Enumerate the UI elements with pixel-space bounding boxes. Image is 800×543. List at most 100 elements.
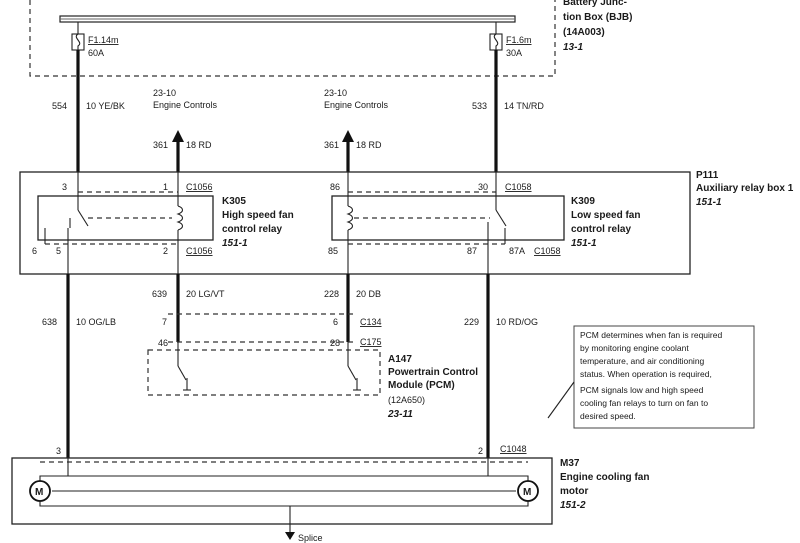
c175-pin46: 46 — [158, 338, 168, 348]
k305-line1: High speed fan — [222, 210, 294, 221]
connector-c1058-bottom: C1058 — [534, 246, 561, 256]
k305-coil — [176, 205, 184, 231]
motor-pin3: 3 — [56, 446, 61, 456]
k309-pin86: 86 — [330, 182, 340, 192]
engine-controls-left-arrow — [172, 130, 184, 142]
k305-pin3: 3 — [62, 182, 67, 192]
note-box — [573, 325, 755, 429]
k309-coil — [346, 205, 354, 231]
aux-relay-box — [19, 171, 691, 275]
c134-pin6: 6 — [333, 317, 338, 327]
fuse-f1-6m-element — [493, 33, 499, 50]
note-line-7: desired speed. — [580, 411, 636, 421]
k305-switch-arm — [77, 209, 89, 227]
motor-left-symbol — [29, 480, 51, 502]
wire-361-left-circuit: 361 — [153, 140, 168, 150]
aux-relay-box-id: P111 — [696, 170, 719, 181]
bjb-part: (14A003) — [563, 27, 605, 38]
k309-pin30: 30 — [478, 182, 488, 192]
connector-c1048: C1048 — [500, 444, 527, 454]
k305-pin1: 1 — [163, 182, 168, 192]
c134-pin7: 7 — [162, 317, 167, 327]
connector-c1056-bottom: C1056 — [186, 246, 213, 256]
wire-361-right-circuit: 361 — [324, 140, 339, 150]
note-leader — [547, 381, 575, 419]
wire-361-left-spec: 18 RD — [186, 140, 212, 150]
pcm-ref: 23-11 — [387, 409, 413, 420]
bjb-title-line1: Battery Junc- — [563, 0, 627, 8]
k309-pin85: 85 — [328, 246, 338, 256]
fuse-f1-6m-rating: 30A — [506, 48, 522, 58]
engine-controls-left-label: Engine Controls — [153, 100, 218, 110]
note-line-3: temperature, and air conditioning — [580, 356, 705, 366]
note-line-1: PCM determines when fan is required — [580, 330, 722, 340]
connector-c1058-top: C1058 — [505, 182, 532, 192]
pcm-left-switch — [177, 365, 187, 381]
motor-right-symbol-label: M — [523, 487, 531, 498]
wire-228-spec: 20 DB — [356, 289, 381, 299]
wire-533-spec: 14 TN/RD — [504, 101, 544, 111]
fuse-f1-14m-element — [75, 33, 81, 50]
engine-controls-right-arrow — [342, 130, 354, 142]
wire-554-circuit: 554 — [52, 101, 67, 111]
fuse-f1-6m-id: F1.6m — [506, 35, 532, 45]
pcm-id: A147 — [388, 354, 412, 365]
wire-639-spec: 20 LG/VT — [186, 289, 225, 299]
k309-line2: control relay — [571, 224, 631, 235]
motor-right-symbol — [517, 480, 539, 502]
connector-c1056-top: C1056 — [186, 182, 213, 192]
k309-pin87a: 87A — [509, 246, 525, 256]
motor-pin2: 2 — [478, 446, 483, 456]
k305-pin6: 6 — [32, 246, 37, 256]
wire-638-circuit: 638 — [42, 317, 57, 327]
k305-id: K305 — [222, 196, 246, 207]
fuse-f1-14m-rating: 60A — [88, 48, 104, 58]
ground-label: Splice — [298, 533, 323, 543]
connector-c134: C134 — [360, 317, 382, 327]
wire-229-circuit: 229 — [464, 317, 479, 327]
wire-554-spec: 10 YE/BK — [86, 101, 125, 111]
wire-533-circuit: 533 — [472, 101, 487, 111]
bjb-dashed-box — [29, 0, 556, 77]
pcm-line2: Module (PCM) — [388, 380, 455, 391]
k309-pin87: 87 — [467, 246, 477, 256]
wire-638-spec: 10 OG/LB — [76, 317, 116, 327]
relay-k305-body — [37, 195, 214, 241]
motor-id: M37 — [560, 458, 580, 469]
note-line-5: PCM signals low and high speed — [580, 385, 704, 395]
aux-relay-box-name: Auxiliary relay box 1 — [696, 183, 794, 194]
engine-controls-right-ref: 23-10 — [324, 88, 347, 98]
wire-229-spec: 10 RD/OG — [496, 317, 538, 327]
k305-pin2: 2 — [163, 246, 168, 256]
wire-639-circuit: 639 — [152, 289, 167, 299]
k305-pin5: 5 — [56, 246, 61, 256]
motor-line1: Engine cooling fan — [560, 472, 649, 483]
pcm-part: (12A650) — [388, 395, 425, 405]
k305-line2: control relay — [222, 224, 282, 235]
bjb-title-line2: tion Box (BJB) — [563, 12, 632, 23]
note-line-6: cooling fan relays to turn on fan to — [580, 398, 708, 408]
motor-left-symbol-label: M — [35, 487, 43, 498]
c175-pin28: 28 — [330, 338, 340, 348]
k309-id: K309 — [571, 196, 595, 207]
engine-controls-left-ref: 23-10 — [153, 88, 176, 98]
aux-relay-box-ref: 151-1 — [696, 197, 722, 208]
note-line-4: status. When operation is required, — [580, 369, 712, 379]
pcm-dashed-box — [147, 349, 381, 396]
wire-228-circuit: 228 — [324, 289, 339, 299]
k309-ref: 151-1 — [571, 238, 597, 249]
note-line-2: by monitoring engine coolant — [580, 343, 689, 353]
k305-ref: 151-1 — [222, 238, 248, 249]
k309-switch-arm — [495, 209, 507, 227]
relay-k309-body — [331, 195, 565, 241]
motor-line2: motor — [560, 486, 588, 497]
bjb-ref: 13-1 — [563, 42, 583, 53]
pcm-right-switch — [347, 365, 357, 381]
k309-line1: Low speed fan — [571, 210, 640, 221]
motor-box — [11, 457, 553, 525]
wire-361-right-spec: 18 RD — [356, 140, 382, 150]
engine-controls-right-label: Engine Controls — [324, 100, 389, 110]
pcm-line1: Powertrain Control — [388, 367, 478, 378]
ground-arrow — [285, 532, 295, 540]
